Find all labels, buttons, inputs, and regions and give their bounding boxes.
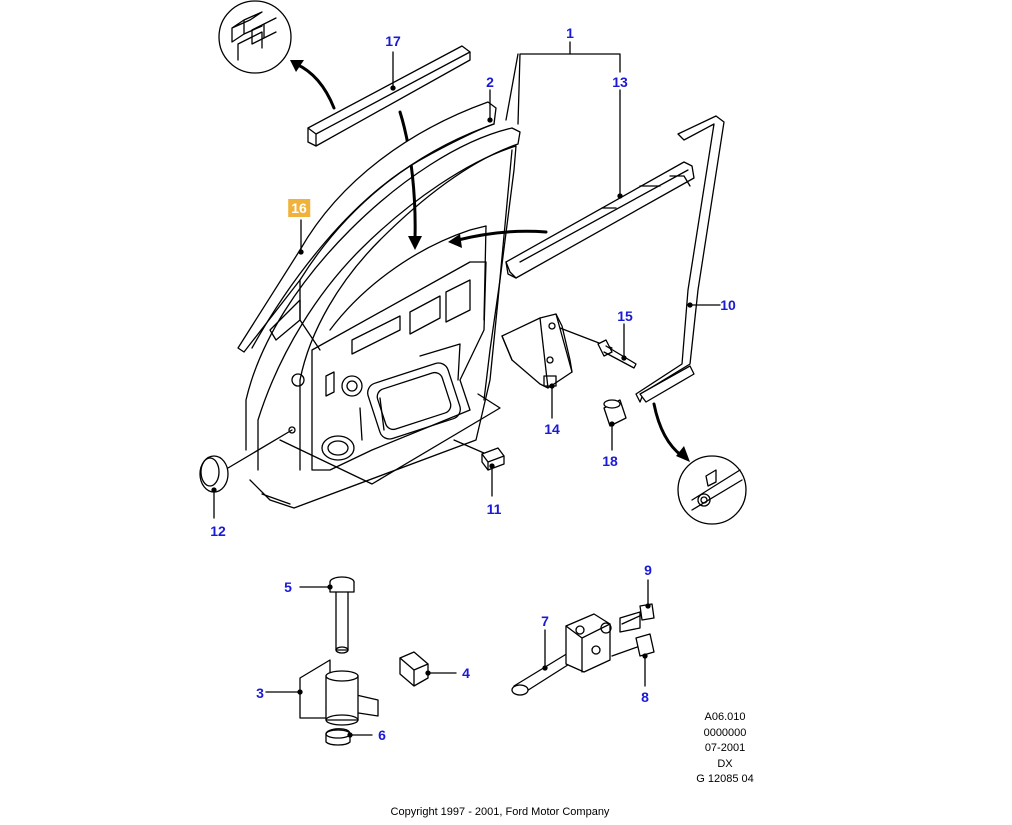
callout-18: 18 <box>602 453 618 469</box>
ref-line-1: A06.010 <box>704 711 746 723</box>
part-15-bolt <box>597 339 637 369</box>
part-10-weatherstrip <box>635 115 725 403</box>
copyright-notice: Copyright 1997 - 2001, Ford Motor Compan… <box>390 806 610 818</box>
part-6-bush <box>325 728 351 746</box>
callout-13: 13 <box>612 74 628 90</box>
part-8-bolt <box>611 633 655 657</box>
callout-15: 15 <box>617 308 633 324</box>
callout-10: 10 <box>720 297 736 313</box>
part-18-plug <box>603 399 627 427</box>
callout-7: 7 <box>541 613 549 629</box>
arrow-belt-to-door <box>398 110 417 240</box>
part-3-hinge <box>299 659 379 726</box>
part-12-cap <box>199 455 229 493</box>
callout-11: 11 <box>486 501 502 517</box>
callout-8: 8 <box>641 689 649 705</box>
callout-5: 5 <box>284 579 292 595</box>
arrow-to-top-inset <box>294 62 336 110</box>
callout-3: 3 <box>256 685 264 701</box>
door-inner-panel <box>269 261 487 471</box>
ref-line-4: DX <box>717 757 733 770</box>
part-14-hinge-bracket <box>501 313 573 389</box>
part-5-hinge-pin <box>329 576 355 654</box>
part-17-belt-moulding <box>307 45 471 147</box>
part-13-run-channel <box>505 161 695 279</box>
callout-14: 14 <box>544 421 560 437</box>
part-4-pad <box>399 651 429 687</box>
callout-12: 12 <box>210 523 226 539</box>
callout-4: 4 <box>462 665 470 681</box>
part-11-clip <box>481 447 505 471</box>
callout-6: 6 <box>378 727 386 743</box>
ref-line-5: G 12085 04 <box>696 773 754 785</box>
ref-line-3: 07-2001 <box>704 742 746 754</box>
seal-detail-inset-bottom <box>677 455 747 525</box>
reference-code-block: A06.010 0000000 07-2001 DX G 12085 04 <box>665 710 785 788</box>
part-7-check-strap <box>511 613 612 696</box>
arrow-to-lower-inset <box>652 402 684 458</box>
leader-1-bracket <box>517 41 621 125</box>
leader-12-door <box>227 429 293 469</box>
arrow-13-to-door <box>456 229 548 242</box>
seal-detail-inset-top <box>218 0 292 74</box>
callout-17: 17 <box>385 33 401 49</box>
callout-16-highlighted: 16 <box>288 199 310 217</box>
ref-line-2: 0000000 <box>703 726 747 739</box>
callout-1: 1 <box>566 25 574 41</box>
callout-2: 2 <box>486 74 494 90</box>
callout-9: 9 <box>644 562 652 578</box>
